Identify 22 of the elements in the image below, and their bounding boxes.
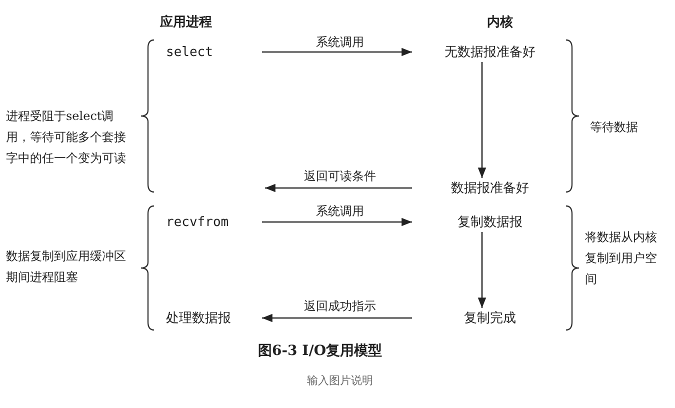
step-text: recvfrom [160, 212, 262, 232]
arrow [262, 218, 412, 226]
step-text: 复制完成 [412, 308, 568, 328]
figure-caption: 图6-3 I/O复用模型 [256, 342, 384, 360]
note-text: 等待数据 [590, 119, 639, 136]
arrow [478, 232, 486, 308]
note-text: 将数据从内核复制到用户空间 [585, 229, 658, 288]
arrow [262, 314, 412, 322]
step-text: select [160, 42, 262, 62]
step-text: 数据报准备好 [412, 178, 568, 198]
image-caption: 输入图片说明 [306, 373, 374, 389]
step-text: 处理数据报 [160, 308, 262, 328]
arrow [262, 48, 412, 56]
arrow [478, 62, 486, 178]
step-text: 复制数据报 [412, 212, 568, 232]
note-text: 进程受阻于select调用，等待可能多个套接字中的任一个变为可读 [6, 108, 127, 167]
column-heading: 内核 [486, 14, 514, 32]
edge-label: 返回可读条件 [301, 168, 379, 185]
note-text: 数据复制到应用缓冲区期间进程阻塞 [6, 248, 127, 286]
step-text: 无数据报准备好 [412, 42, 568, 62]
column-heading: 应用进程 [160, 14, 213, 32]
arrow [265, 184, 412, 192]
